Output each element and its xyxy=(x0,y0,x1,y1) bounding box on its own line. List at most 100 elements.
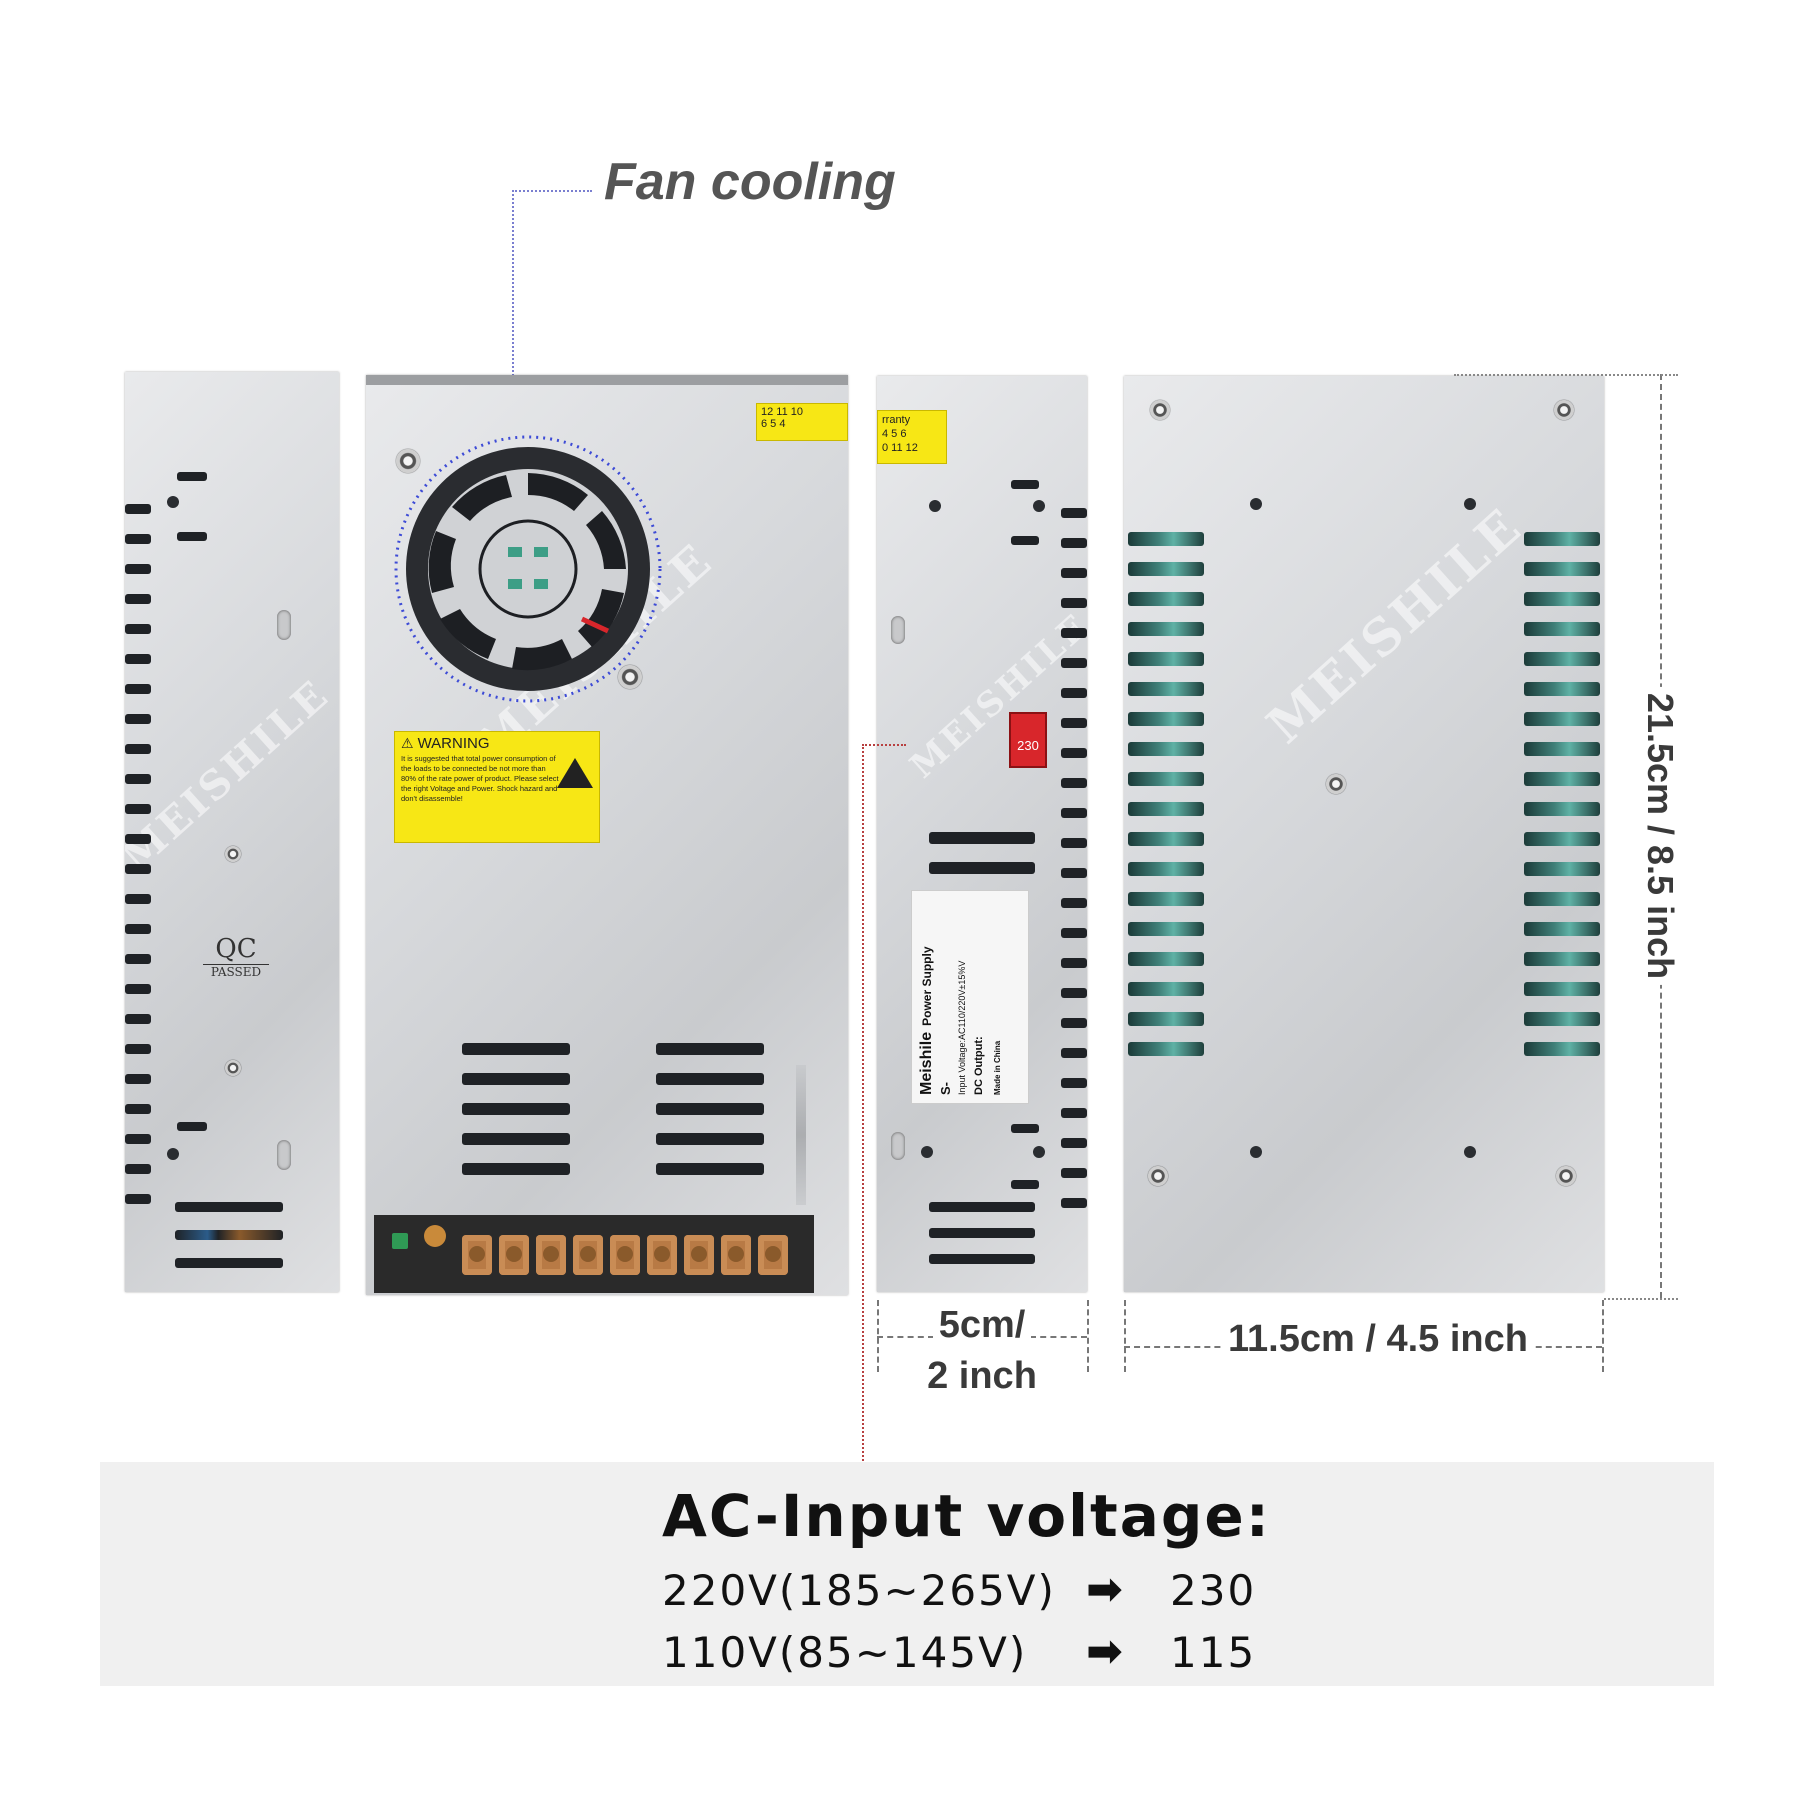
vent-slot xyxy=(1061,958,1087,968)
info-row-setting: 115 xyxy=(1170,1628,1257,1677)
vent-slot xyxy=(1524,802,1600,816)
vent-slot xyxy=(1128,742,1204,756)
info-box-title: AC-Input voltage: xyxy=(662,1482,1271,1550)
vent-slot xyxy=(125,804,151,814)
vent-slot xyxy=(1061,1138,1087,1148)
vent-slot xyxy=(1061,688,1087,698)
qc-text: QC xyxy=(203,934,269,965)
fan-cooling-leader-line xyxy=(512,190,592,192)
info-row: 220V(185~265V) ➡ 230 xyxy=(662,1564,1362,1618)
screw-icon xyxy=(1556,1166,1576,1186)
terminal-block xyxy=(374,1215,814,1293)
vent-slot xyxy=(1128,592,1204,606)
width-dimension-text: 11.5cm / 4.5 inch xyxy=(1222,1318,1534,1361)
vent-slot xyxy=(125,744,151,754)
vent-slot xyxy=(125,1074,151,1084)
vent-slot xyxy=(1128,892,1204,906)
vent-slot xyxy=(1061,628,1087,638)
voltage-selector-switch[interactable]: 230 xyxy=(1009,712,1047,768)
vent-slot xyxy=(1128,1012,1204,1026)
vent-slot xyxy=(1524,1012,1600,1026)
vent-slot xyxy=(1061,1198,1087,1208)
vent-slot xyxy=(1524,742,1600,756)
terminal-screw-icon xyxy=(647,1235,677,1275)
vent-slot xyxy=(125,774,151,784)
vent-slot xyxy=(462,1073,570,1085)
vent-slot xyxy=(656,1043,764,1055)
arrow-right-icon: ➡ xyxy=(1086,1626,1125,1677)
vent-slot xyxy=(1061,1078,1087,1088)
terminal-screw-icon xyxy=(610,1235,640,1275)
vent-slot xyxy=(125,684,151,694)
vent-slot xyxy=(1128,622,1204,636)
vent-slot xyxy=(1061,1048,1087,1058)
info-row-setting: 230 xyxy=(1170,1566,1257,1615)
vent-slot xyxy=(125,894,151,904)
width-dimension-tick-left xyxy=(1124,1300,1126,1372)
vent-slot xyxy=(1524,862,1600,876)
fan-icon xyxy=(392,433,664,705)
front-panel: MEISHILE 12 11 106 5 4 xyxy=(366,375,848,1295)
vent-slot xyxy=(656,1073,764,1085)
warning-triangle-icon: ⚠ xyxy=(401,735,414,751)
vent-slot xyxy=(1128,772,1204,786)
vent-slot xyxy=(1128,1042,1204,1056)
info-box: AC-Input voltage: 220V(185~265V) ➡ 230 1… xyxy=(100,1462,1714,1686)
screw-icon xyxy=(618,665,642,689)
vent-slot xyxy=(1128,652,1204,666)
vent-slot xyxy=(1128,682,1204,696)
vent-slot xyxy=(1524,532,1600,546)
label-brand: Meishile xyxy=(918,1031,935,1095)
vent-slot xyxy=(1061,778,1087,788)
screw-icon xyxy=(1554,400,1574,420)
width-dimension-tick-right xyxy=(1602,1300,1604,1372)
arrow-right-icon: ➡ xyxy=(1086,1564,1125,1615)
vent-slot xyxy=(125,1044,151,1054)
side-mark xyxy=(796,1065,806,1205)
vent-slot xyxy=(1061,988,1087,998)
vent-slot xyxy=(1524,592,1600,606)
qc-passed-stamp: QC PASSED xyxy=(203,934,269,979)
caution-triangle-icon xyxy=(557,758,593,788)
vent-slot xyxy=(1524,952,1600,966)
side-panel-left: MEISHILE QC PASSED xyxy=(125,372,339,1292)
vent-slot xyxy=(125,1134,151,1144)
vent-slot xyxy=(125,504,151,514)
vent-slot xyxy=(1061,748,1087,758)
vent-slot xyxy=(1061,1108,1087,1118)
vent-slot xyxy=(125,654,151,664)
length-dimension-text: 21.5cm / 8.5 inch xyxy=(1639,686,1681,986)
vent-slot xyxy=(125,954,151,964)
vent-slot xyxy=(125,984,151,994)
switch-leader-line xyxy=(862,744,864,1484)
vent-slot xyxy=(125,1104,151,1114)
vent-slot xyxy=(125,1164,151,1174)
vent-slot xyxy=(1061,658,1087,668)
vent-slot xyxy=(125,1194,151,1204)
vent-slot xyxy=(125,534,151,544)
vent-slot xyxy=(1061,898,1087,908)
warning-text: It is suggested that total power consump… xyxy=(401,754,559,803)
label-type: Power Supply xyxy=(920,946,934,1026)
height-dimension-tick-right xyxy=(1087,1300,1089,1372)
vent-slot xyxy=(462,1133,570,1145)
label-input: Input Voltage:AC110/220V±15%V xyxy=(957,960,967,1095)
screw-icon xyxy=(1148,1166,1168,1186)
vent-slot xyxy=(656,1163,764,1175)
warning-label: ⚠ WARNING It is suggested that total pow… xyxy=(394,731,600,843)
vent-slot xyxy=(1128,562,1204,576)
terminal-screw-icon xyxy=(684,1235,714,1275)
vent-slot xyxy=(1128,922,1204,936)
label-model: S- xyxy=(938,1082,953,1095)
vent-slot xyxy=(462,1163,570,1175)
vent-slot xyxy=(125,864,151,874)
vent-slot xyxy=(1061,568,1087,578)
length-dimension-tick-bottom xyxy=(1604,1298,1678,1300)
vent-slot xyxy=(1061,598,1087,608)
vent-slot xyxy=(1061,1168,1087,1178)
vent-slot xyxy=(1524,922,1600,936)
info-row: 110V(85~145V) ➡ 115 xyxy=(662,1626,1362,1680)
vent-slot xyxy=(125,714,151,724)
vent-slot xyxy=(125,924,151,934)
vent-slot xyxy=(1128,802,1204,816)
